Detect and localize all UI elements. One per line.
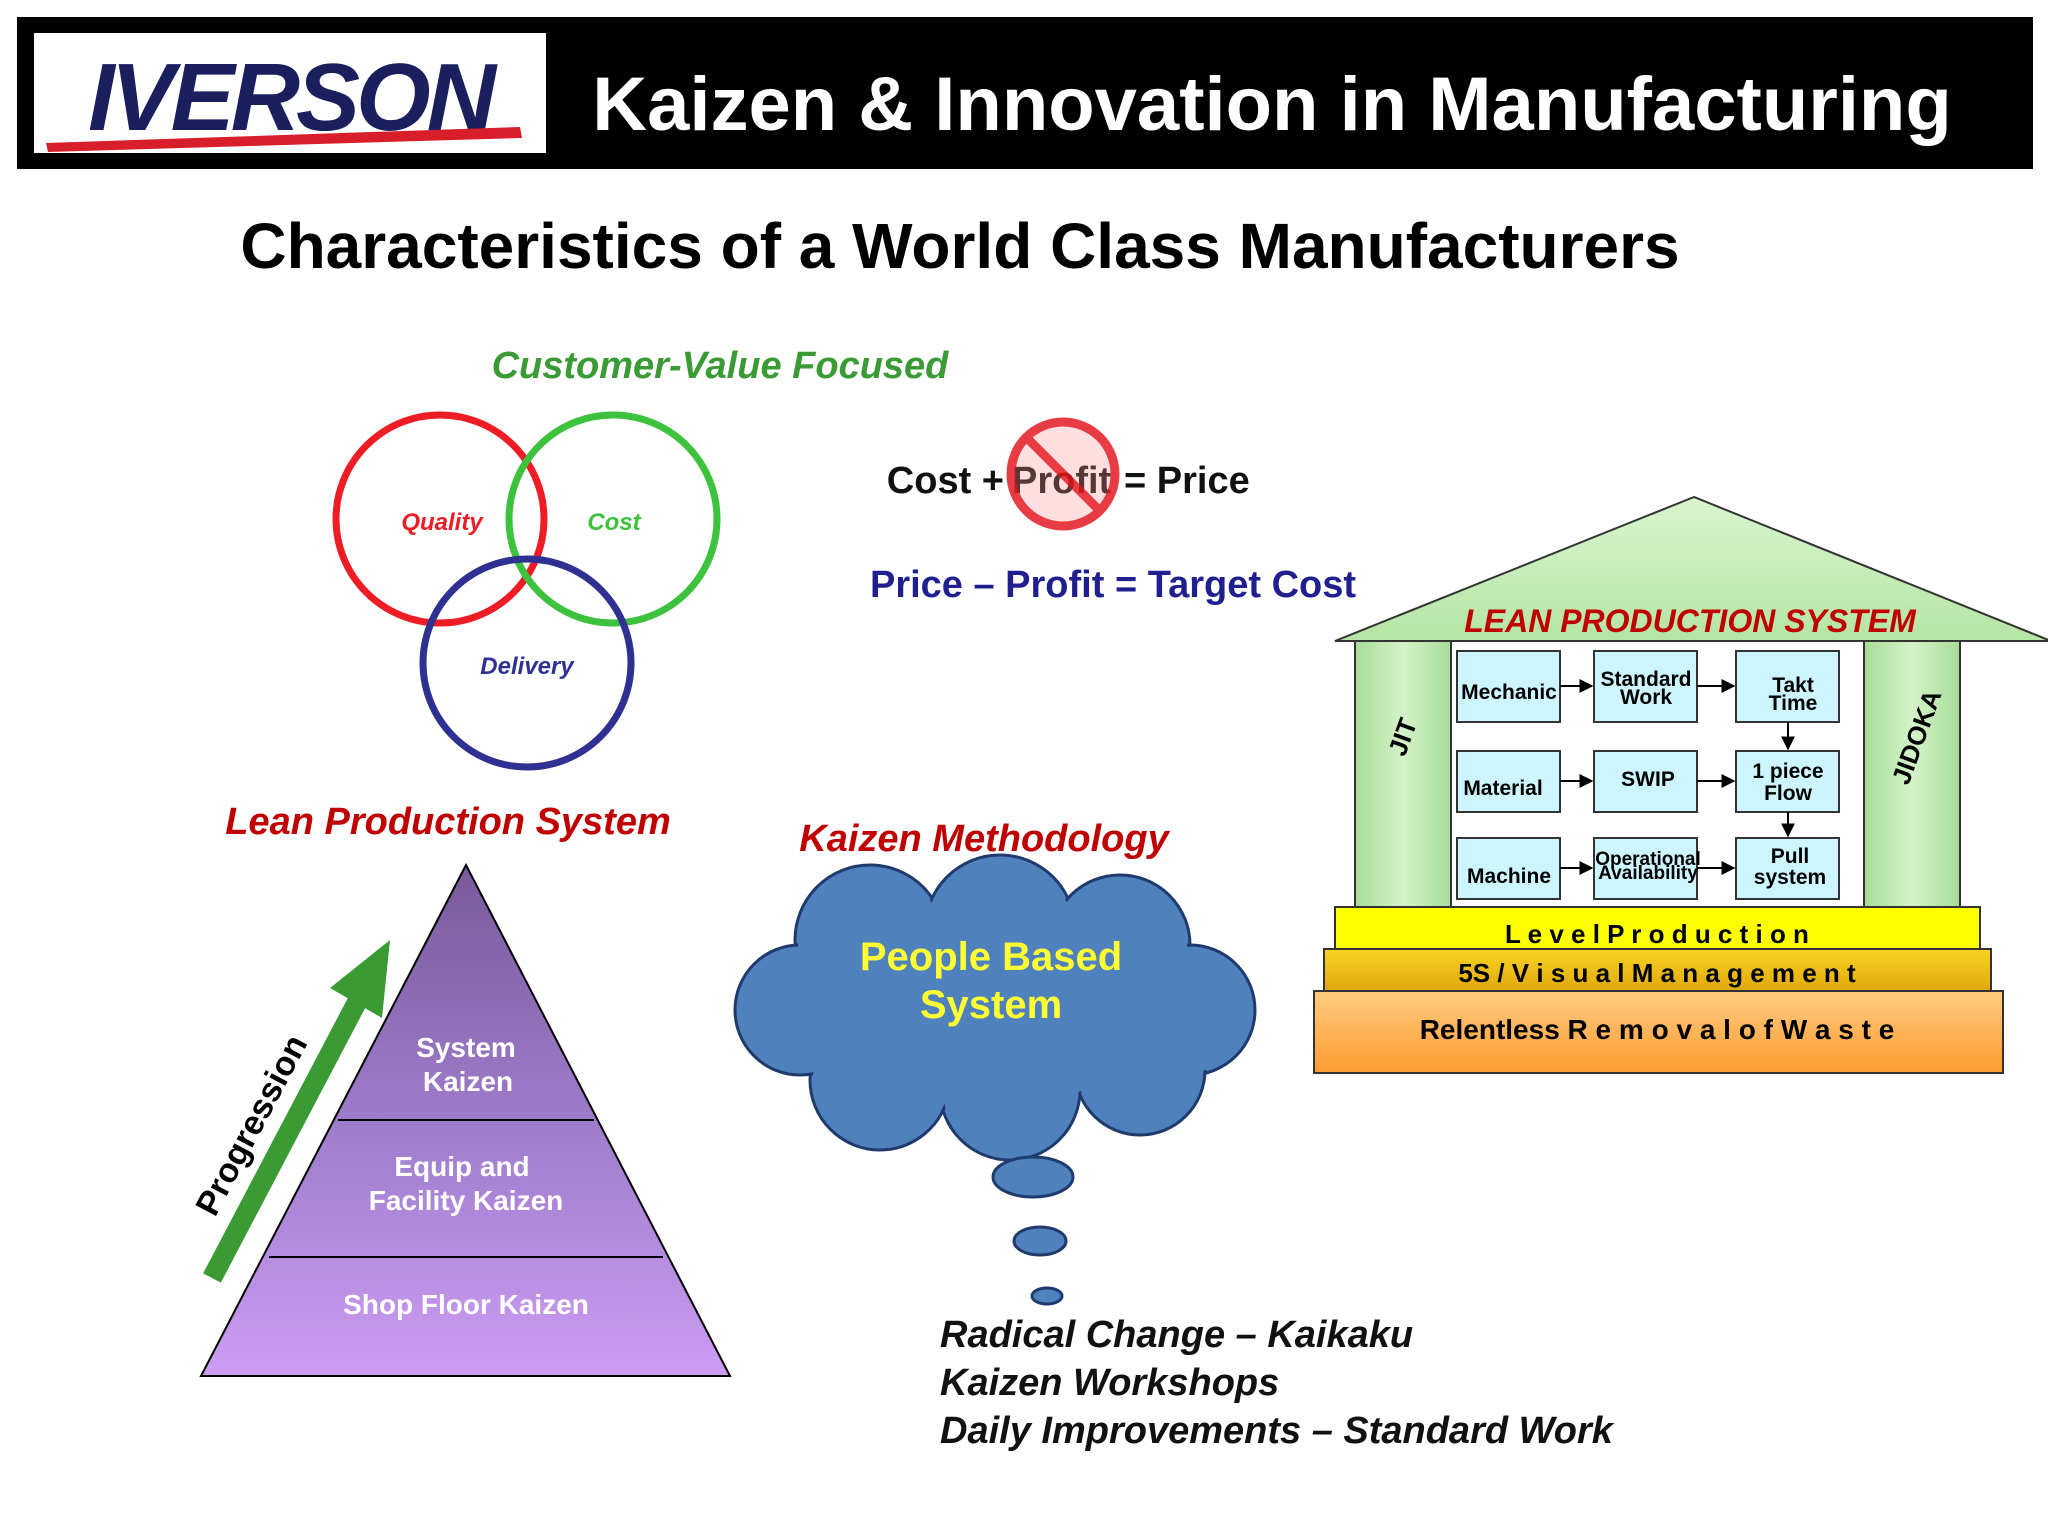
jit-pillar [1354,640,1452,908]
thought-cloud: People Based System [733,853,1257,1306]
cloud-text-line2: System [920,983,1062,1027]
delivery-label: Delivery [480,653,575,680]
cost-label: Cost [587,509,641,536]
lean-pyramid-heading: Lean Production System [225,801,671,843]
kaizen-list: Radical Change – Kaikaku Kaizen Workshop… [940,1314,1615,1452]
cell-mechanic: Mechanic [1461,681,1557,704]
customer-value-heading: Customer-Value Focused [492,345,950,387]
cell-one-piece-flow-line2: Flow [1764,782,1812,805]
pyramid-level-equip-line1: Equip and [394,1151,529,1182]
target-cost-equation: Price – Profit = Target Cost [870,564,1356,606]
cost-circle [505,411,721,627]
prohibited-icon [1006,417,1120,531]
iverson-logo: IVERSON [34,33,546,153]
pyramid-level-system-line2: Kaizen [423,1066,513,1097]
lean-house: LEAN PRODUCTION SYSTEM JIT JIDOKA [1313,495,2048,1074]
quality-label: Quality [401,509,484,536]
cell-operational-availability-line1: Operational [1595,849,1701,870]
kaizen-heading: Kaizen Methodology [799,818,1170,860]
cell-takt-time-line1: Takt [1772,674,1814,697]
5s-visual-label: 5S / V i s u a l M a n a g e m e n t [1458,958,1856,988]
cell-operational-availability-line2: Availability [1598,863,1698,884]
cell-standard-work-line1: Standard [1600,668,1691,691]
lean-pyramid: System Kaizen Equip and Facility Kaizen … [199,862,732,1377]
cell-pull-system-line2: system [1754,866,1826,889]
pyramid-level-shopfloor: Shop Floor Kaizen [343,1289,589,1320]
progression-arrow-icon [203,940,390,1283]
cell-pull-system-line1: Pull [1771,845,1810,868]
cell-machine: Machine [1467,865,1551,888]
equation-price: = Price [1124,460,1250,502]
kaizen-item-workshops: Kaizen Workshops [940,1362,1279,1404]
pricing-equations: Cost + Profit = Price Price – Profit = T… [870,417,1356,606]
kaizen-item-daily: Daily Improvements – Standard Work [940,1410,1615,1452]
delivery-circle [419,555,635,771]
cell-swip: SWIP [1621,768,1675,791]
header-title: Kaizen & Innovation in Manufacturing [592,62,1952,147]
cell-material: Material [1463,777,1542,800]
cell-takt-time-line2: Time [1769,692,1818,715]
cloud-text-line1: People Based [860,935,1122,979]
quality-circle [332,411,548,627]
pyramid-level-system-line1: System [416,1032,516,1063]
pyramid-level-equip-line2: Facility Kaizen [369,1185,564,1216]
waste-removal-band [1313,990,2004,1074]
slide-title: Characteristics of a World Class Manufac… [240,210,1679,282]
equation-cost: Cost + [887,460,1004,502]
venn-diagram: Quality Cost Delivery [332,411,721,771]
jidoka-pillar [1863,640,1961,908]
cell-standard-work-line2: Work [1620,686,1672,709]
waste-removal-label: Relentless R e m o v a l o f W a s t e [1420,1014,1895,1045]
kaizen-item-radical: Radical Change – Kaikaku [940,1314,1413,1356]
header-bar: IVERSON Kaizen & Innovation in Manufactu… [17,17,2033,169]
house-title: LEAN PRODUCTION SYSTEM [1464,603,1917,639]
cell-one-piece-flow-line1: 1 piece [1752,760,1823,783]
level-production-label: L e v e l P r o d u c t i o n [1505,919,1809,949]
